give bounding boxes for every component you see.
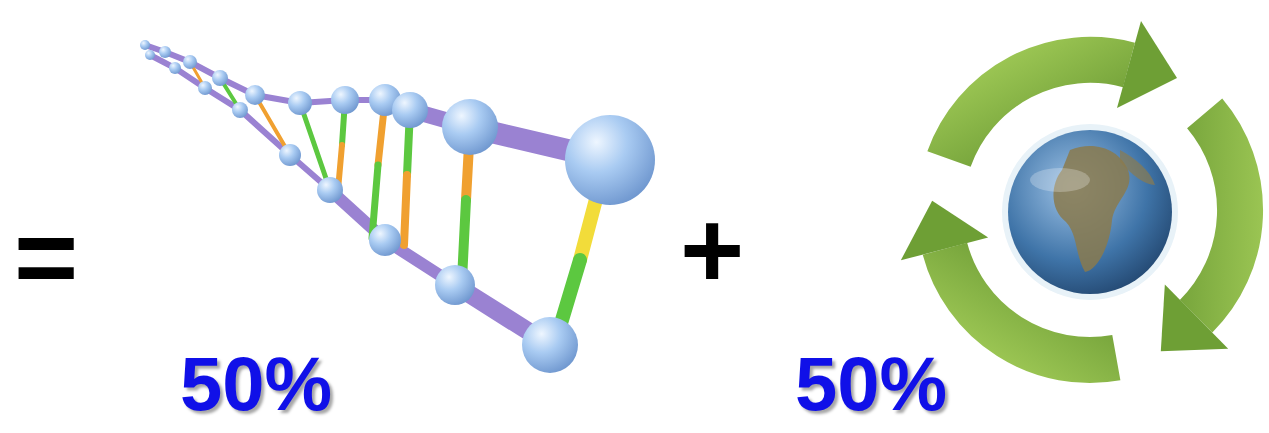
dna-spheres <box>140 40 655 373</box>
percentage-label: 50% <box>795 346 947 422</box>
dna-rungs <box>190 62 605 340</box>
earth-globe <box>1002 124 1178 300</box>
equals-sign: = <box>14 202 78 312</box>
dna-helix <box>145 45 610 345</box>
plus-sign: + <box>680 195 744 305</box>
percentage-label: 50% <box>180 346 332 422</box>
